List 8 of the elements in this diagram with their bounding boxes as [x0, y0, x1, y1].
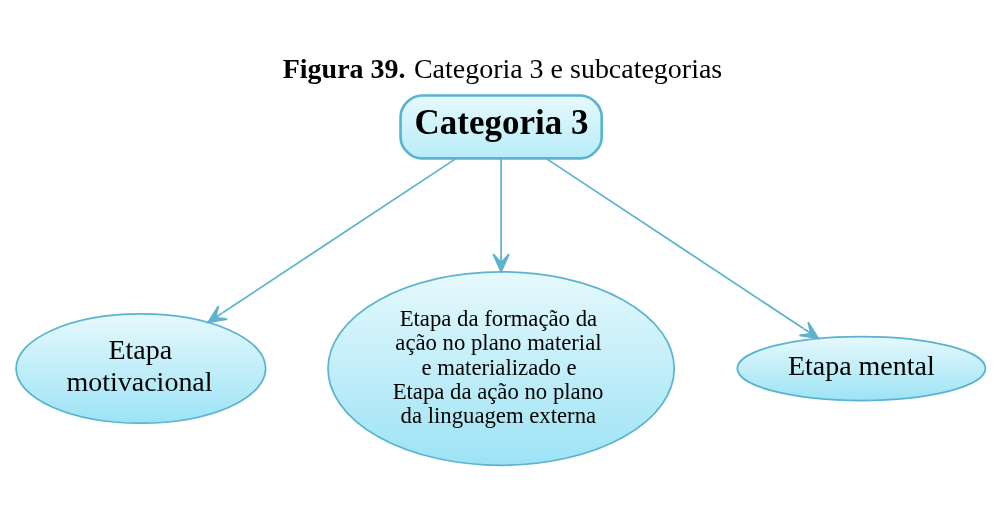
node-box: Categoria 3 [399, 94, 603, 160]
arrow [492, 158, 510, 273]
node-ellipse: Etapa da formação da ação no plano material e materializado e Etapa da ação no plano da linguagem externa [327, 270, 676, 467]
node-ellipse: Etapa mental [736, 335, 987, 402]
arrow [207, 158, 457, 324]
diagram-title: Figura 39. Categoria 3 e subcategorias [282, 52, 723, 84]
arrow [545, 158, 820, 340]
node-ellipse: Etapa motivacional [15, 313, 267, 425]
